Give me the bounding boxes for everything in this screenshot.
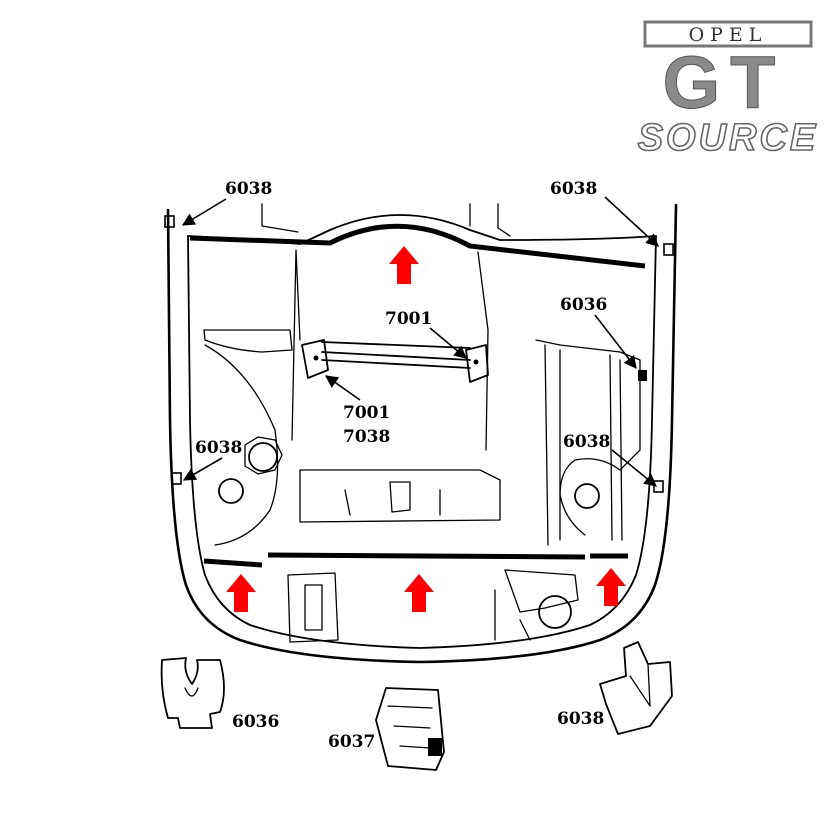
hood-seal-front-center [267,552,586,560]
red-arrow-front-center [404,574,434,612]
front-details [494,589,531,641]
leader-bracket-upper [429,327,467,359]
label-part-clip-nut: 6036 [232,712,279,732]
cross-member [321,341,471,369]
label-clip-top-left: 6038 [225,179,272,199]
leader-clip-mid-left [182,457,223,481]
right-hole [574,483,600,509]
label-part-seal-clip: 6038 [557,709,604,729]
part-seal-strip-ribs [387,705,433,749]
part-seal-strip-shape [375,687,445,771]
left-bracket-bolt [313,355,319,361]
leader-nut-6036 [594,314,637,370]
radiator-left-bracket [287,572,339,643]
radiator-left-plate [304,584,323,631]
logo-model: GT [663,41,786,124]
part-seal-clip-shape [599,641,673,735]
red-arrow-top [389,246,419,284]
clip-top-left [164,215,175,228]
label-bracket-lower-a: 7001 [343,403,390,423]
body-inner-outline [187,235,657,649]
part-clip-nut-shape [160,657,225,729]
leader-clip-top-right [604,196,659,247]
leader-clip-top-left [181,198,227,226]
logo-word: SOURCE [638,117,819,159]
hood-seal-front-left [203,558,263,568]
part-seal-strip-end [428,738,442,756]
left-fender-top [203,329,293,353]
label-part-seal-strip: 6037 [328,732,375,752]
right-bracket-bolt [473,359,479,365]
label-nut-right: 6036 [560,295,607,315]
logo-brand: OPEL [689,24,768,46]
left-strut-mount [248,442,278,472]
cowl-details [261,203,511,237]
label-bracket-upper: 7001 [385,309,432,329]
part-seal-clip-folds [629,663,651,707]
firewall-lines [291,249,489,451]
red-arrow-front-left [226,574,256,612]
body-outline [166,203,678,664]
label-clip-mid-left: 6038 [195,438,242,458]
left-strut-plate [244,436,283,475]
nut-6036-installed [638,370,647,381]
battery-tray [504,569,579,613]
red-arrows [226,246,626,612]
logo-brand-box [643,20,813,48]
leader-clip-mid-right [611,449,657,487]
label-clip-top-right: 6038 [550,179,597,199]
red-arrow-front-right [596,568,626,606]
right-fender [535,339,641,536]
label-clip-mid-right: 6038 [563,432,610,452]
leader-bracket-lower [324,375,361,401]
clip-top-right [663,243,674,256]
hood-seal-top [189,223,646,269]
clip-mid-left [171,472,182,485]
part-clip-nut-slot [184,687,199,697]
left-hole [218,478,244,504]
lower-crossmember [299,469,501,523]
left-bracket [301,339,329,379]
left-fender-arch [204,344,279,546]
horn [538,595,572,629]
right-rails [544,344,623,546]
right-bracket [465,344,489,383]
lower-bracket-details [344,481,441,516]
label-bracket-lower-b: 7038 [343,427,390,447]
